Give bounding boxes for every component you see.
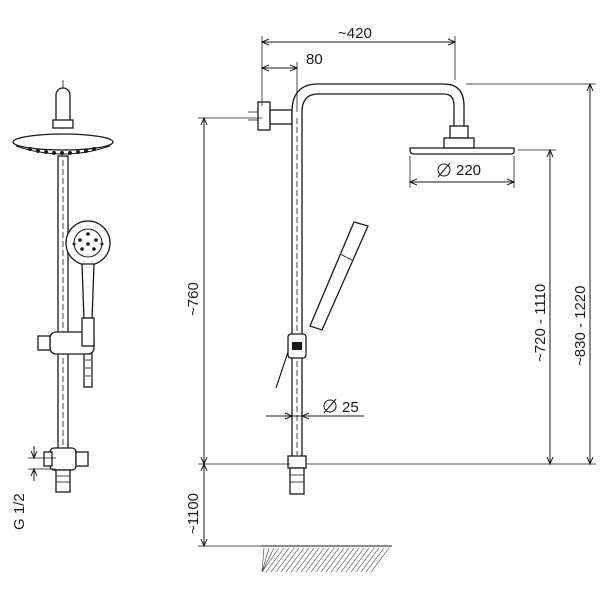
- hatch-line: [265, 547, 285, 573]
- hatch-line: [290, 547, 310, 573]
- hatch-line: [365, 547, 385, 573]
- hatch-line: [315, 547, 335, 573]
- floor-hatch: [261, 545, 392, 573]
- hatch-line: [340, 547, 360, 573]
- head-diameter-label: 220: [456, 162, 481, 179]
- hatch-line: [345, 547, 365, 573]
- front-rail: [57, 155, 69, 457]
- hatch-line: [320, 547, 340, 573]
- diameter-icon: [437, 162, 451, 178]
- front-hand-shower: [65, 220, 111, 388]
- height-total-adjust-dimension: ~830 - 1220: [466, 84, 596, 464]
- hatch-line: [261, 547, 275, 573]
- front-rain-head: [12, 133, 114, 155]
- hatch-line: [360, 547, 380, 573]
- hatch-line: [335, 547, 355, 573]
- hatch-line: [310, 547, 330, 573]
- front-bottom-valve: [43, 447, 89, 493]
- diameter-icon: [323, 398, 337, 414]
- side-wall-bracket: [248, 101, 293, 131]
- hatch-line: [355, 547, 375, 573]
- hatch-line: [261, 547, 265, 573]
- side-rail-arm: [291, 83, 465, 461]
- hatch-line: [261, 547, 270, 573]
- front-top-bracket: [52, 80, 74, 129]
- offset-wall-dimension: 80: [262, 51, 323, 112]
- rail-diameter-dimension: 25: [266, 398, 364, 420]
- width-total-label: ~420: [338, 25, 372, 42]
- offset-wall-label: 80: [306, 51, 323, 68]
- hatch-line: [270, 547, 290, 573]
- hatch-line: [370, 547, 390, 573]
- front-slider: [37, 317, 95, 355]
- height-head-adjust-dimension: ~720 - 1110: [306, 150, 556, 464]
- side-bottom-fitting: [287, 455, 307, 495]
- width-total-dimension: ~420: [262, 25, 455, 106]
- height-rail-label: ~760: [185, 282, 202, 316]
- hatch-line: [275, 547, 295, 573]
- hatch-line: [261, 547, 280, 573]
- front-view: G 1/2: [11, 80, 114, 530]
- hatch-line: [295, 547, 315, 573]
- hatch-line: [280, 547, 300, 573]
- hatch-line: [330, 547, 350, 573]
- hatch-line: [305, 547, 325, 573]
- side-hand-shower: [275, 221, 369, 389]
- height-rail-dimension: ~760: [185, 118, 290, 464]
- side-view: ~420 80 220: [185, 25, 596, 573]
- side-rain-head: [409, 125, 515, 155]
- height-head-adjust-label: ~720 - 1110: [532, 284, 549, 362]
- height-floor-label: ~1100: [185, 493, 202, 534]
- height-total-adjust-label: ~830 - 1220: [572, 286, 589, 367]
- thread-dimension: G 1/2: [11, 446, 56, 530]
- hatch-line: [300, 547, 320, 573]
- hatch-line: [285, 547, 305, 573]
- hatch-line: [325, 547, 345, 573]
- head-diameter-dimension: 220: [410, 156, 514, 188]
- height-floor-dimension: ~1100: [185, 464, 262, 546]
- rail-diameter-label: 25: [342, 399, 359, 416]
- hatch-line: [350, 547, 370, 573]
- side-slider: [287, 333, 307, 359]
- thread-size-label: G 1/2: [11, 493, 28, 530]
